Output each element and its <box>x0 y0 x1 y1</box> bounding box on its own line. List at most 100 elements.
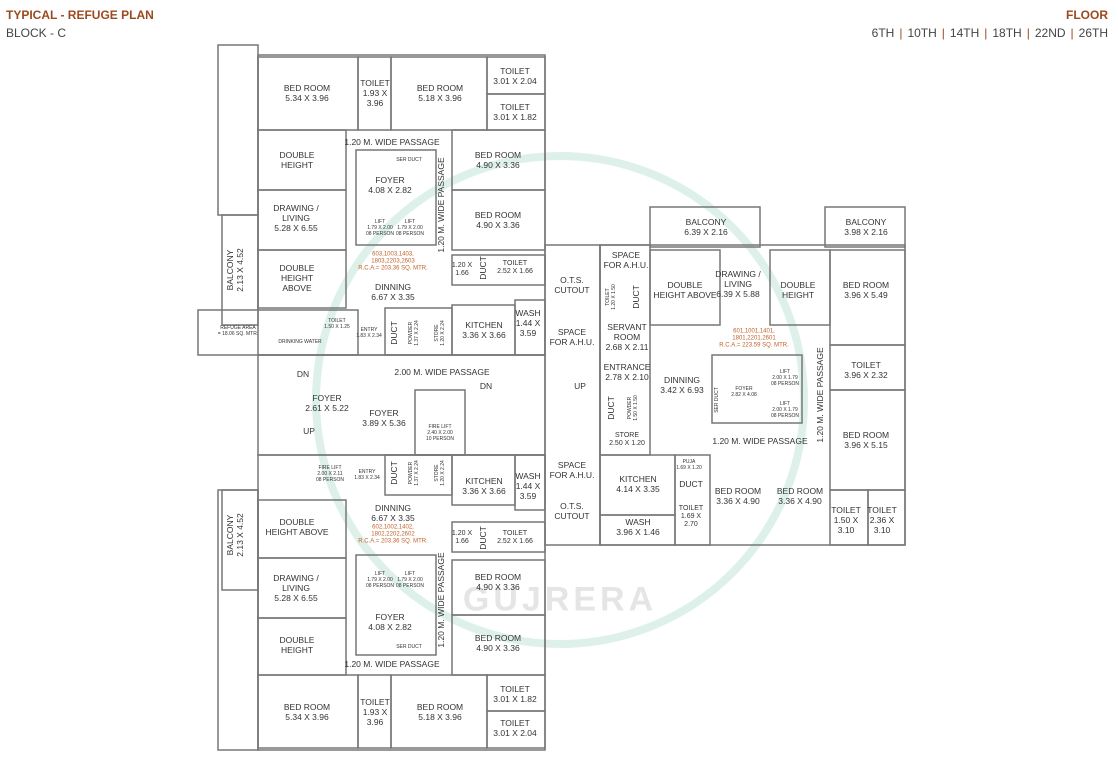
room-label: TOILET 3.01 X 2.04 <box>493 66 537 86</box>
room-label: 1.20 M. WIDE PASSAGE <box>436 157 446 253</box>
room-label: POWDER 1.37 X 2.24 <box>408 460 420 486</box>
room-label: TOILET 3.01 X 1.82 <box>493 684 537 704</box>
room-label: DUCT <box>606 396 616 420</box>
room-label: KITCHEN 3.36 X 3.66 <box>462 320 506 340</box>
room-label: LIFT 1.79 X 2.00 08 PERSON <box>365 219 395 237</box>
room-label: LIFT 1.79 X 2.00 08 PERSON <box>365 571 395 589</box>
room-label: FOYER 3.89 X 5.36 <box>362 408 406 428</box>
room-label: 602,1002,1402, 1802,2202,2602 R.C.A.= 20… <box>358 524 428 545</box>
plan-title: TYPICAL - REFUGE PLAN <box>6 8 154 22</box>
room-label: UP <box>303 426 315 436</box>
room-label: BED ROOM 5.18 X 3.96 <box>416 83 464 103</box>
room-label: O.T.S. CUTOUT <box>554 501 590 521</box>
room-label: BALCONY 2.13 X 4.52 <box>225 248 245 292</box>
room-label: LIFT 1.79 X 2.00 08 PERSON <box>395 571 425 589</box>
room-label: TOILET 1.93 X 3.96 <box>360 697 390 727</box>
room-label: BED ROOM 4.90 X 3.36 <box>474 572 522 592</box>
room-label: 1.20 X 1.66 <box>451 262 473 277</box>
room-label: ENTRY 1.83 X 2.34 <box>356 327 382 339</box>
room-label: 1.20 M. WIDE PASSAGE <box>436 552 446 648</box>
floor-item: 14TH <box>949 26 980 40</box>
room-label: DUCT <box>478 256 488 280</box>
room-label: 1.20 M. WIDE PASSAGE <box>344 137 440 147</box>
room-label: TOILET 3.01 X 2.04 <box>493 718 537 738</box>
room-label: TOILET 3.96 X 2.32 <box>844 360 888 380</box>
room-label: BED ROOM 5.34 X 3.96 <box>283 702 331 722</box>
room-label: BED ROOM 4.90 X 3.36 <box>474 210 522 230</box>
room-label: BALCONY 6.39 X 2.16 <box>684 217 728 237</box>
room-label: STORE 1.20 X 2.24 <box>434 460 446 486</box>
room-label: BED ROOM 5.34 X 3.96 <box>283 83 331 103</box>
room-label: KITCHEN 4.14 X 3.35 <box>616 474 660 494</box>
room-label: DINNING 3.42 X 6.93 <box>660 375 704 395</box>
room-label: SPACE FOR A.H.U. <box>549 460 595 480</box>
floor-list: 6TH| 10TH| 14TH| 18TH| 22ND| 26TH <box>871 26 1108 40</box>
floor-title: FLOOR <box>1066 8 1108 22</box>
room-label: FOYER 4.08 X 2.82 <box>368 612 412 632</box>
room-label: FOYER 2.61 X 5.22 <box>305 393 349 413</box>
room-label: FIRE LIFT 2.40 X 2.00 10 PERSON <box>425 424 455 442</box>
room-label: BED ROOM 3.36 X 4.90 <box>714 486 762 506</box>
room-label: BALCONY 3.98 X 2.16 <box>844 217 888 237</box>
room-label: DRINKING WATER <box>278 339 322 345</box>
room-label: PUJA 1.69 X 1.20 <box>676 459 702 471</box>
room-label: TOILET 1.69 X 2.70 <box>678 505 704 528</box>
room-label: DUCT <box>389 321 399 345</box>
room-label: DOUBLE HEIGHT ABOVE <box>265 517 329 537</box>
room-label: BALCONY 2.13 X 4.52 <box>225 513 245 557</box>
room-label: SER DUCT <box>396 644 422 650</box>
room-label: ENTRY 1.83 X 2.34 <box>354 469 380 481</box>
room-label: FIRE LIFT 2.00 X 2.11 08 PERSON <box>315 465 345 483</box>
watermark-text: GUJRERA <box>462 580 658 619</box>
room-label: STORE 2.50 X 1.20 <box>609 432 645 447</box>
room-label: BED ROOM 4.90 X 3.36 <box>474 633 522 653</box>
room-label: 1.20 M. WIDE PASSAGE <box>712 436 808 446</box>
room-label: ENTRANCE 2.78 X 2.10 <box>603 362 651 382</box>
room-label: SPACE FOR A.H.U. <box>603 250 649 270</box>
room-label: 601,1001,1401, 1801,2201,2601 R.C.A.= 22… <box>719 328 789 349</box>
room-label: SPACE FOR A.H.U. <box>549 327 595 347</box>
room-label: DINNING 6.67 X 3.35 <box>371 503 415 523</box>
room-label: 2.00 M. WIDE PASSAGE <box>394 367 490 377</box>
room-label: BED ROOM 3.96 X 5.49 <box>842 280 890 300</box>
room-label: LIFT 2.00 X 1.79 08 PERSON <box>770 369 800 387</box>
room-label: BED ROOM 3.96 X 5.15 <box>842 430 890 450</box>
floor-item: 26TH <box>1078 26 1108 40</box>
room-label: 1.20 M. WIDE PASSAGE <box>815 347 825 443</box>
room-label: SER DUCT <box>396 157 422 163</box>
room-label: DOUBLE HEIGHT ABOVE <box>279 263 315 293</box>
room-label: WASH 1.44 X 3.59 <box>515 308 541 338</box>
floor-item: 18TH <box>992 26 1022 40</box>
room-label: DUCT <box>389 461 399 485</box>
rera-seal-watermark <box>312 152 808 648</box>
room-label: DINNING 6.67 X 3.35 <box>371 282 415 302</box>
room-label: DOUBLE HEIGHT <box>279 150 315 170</box>
room-label: REFUGE AREA = 18.06 SQ. MTR. <box>217 325 259 337</box>
room-label: DOUBLE HEIGHT <box>780 280 816 300</box>
room-label: 1.20 M. WIDE PASSAGE <box>344 659 440 669</box>
room-label: STORE 1.20 X 2.24 <box>434 320 446 346</box>
room-label: SERVANT ROOM 2.68 X 2.11 <box>605 322 649 352</box>
room-label: DOUBLE HEIGHT <box>279 635 315 655</box>
room-label: FOYER 4.08 X 2.82 <box>368 175 412 195</box>
room-label: TOILET 1.20 X 1.50 <box>605 284 617 310</box>
room-label: POWDER 1.37 X 2.24 <box>408 320 420 346</box>
room-label: DUCT <box>478 526 488 550</box>
room-label: BED ROOM 5.18 X 3.96 <box>416 702 464 722</box>
room-label: TOILET 1.50 X 1.25 <box>324 318 350 330</box>
room-label: DRAWING / LIVING 6.39 X 5.88 <box>715 269 761 299</box>
room-label: DRAWING / LIVING 5.28 X 6.55 <box>273 203 319 233</box>
room-label: DUCT <box>631 285 641 309</box>
room-label: FOYER 2.82 X 4.08 <box>731 386 757 398</box>
floor-item: 6TH <box>871 26 895 40</box>
room-label: TOILET 2.36 X 3.10 <box>867 505 897 535</box>
room-label: TOILET 1.93 X 3.96 <box>360 78 390 108</box>
room-label: POWDER 1.50 X 1.50 <box>627 395 639 421</box>
room-label: UP <box>574 381 586 391</box>
room-label: TOILET 2.52 X 1.66 <box>497 530 533 545</box>
room-label: TOILET 1.50 X 3.10 <box>831 505 861 535</box>
room-label: BED ROOM 3.36 X 4.90 <box>776 486 824 506</box>
room-label: SER DUCT <box>714 387 720 413</box>
floor-item: 10TH <box>907 26 937 40</box>
